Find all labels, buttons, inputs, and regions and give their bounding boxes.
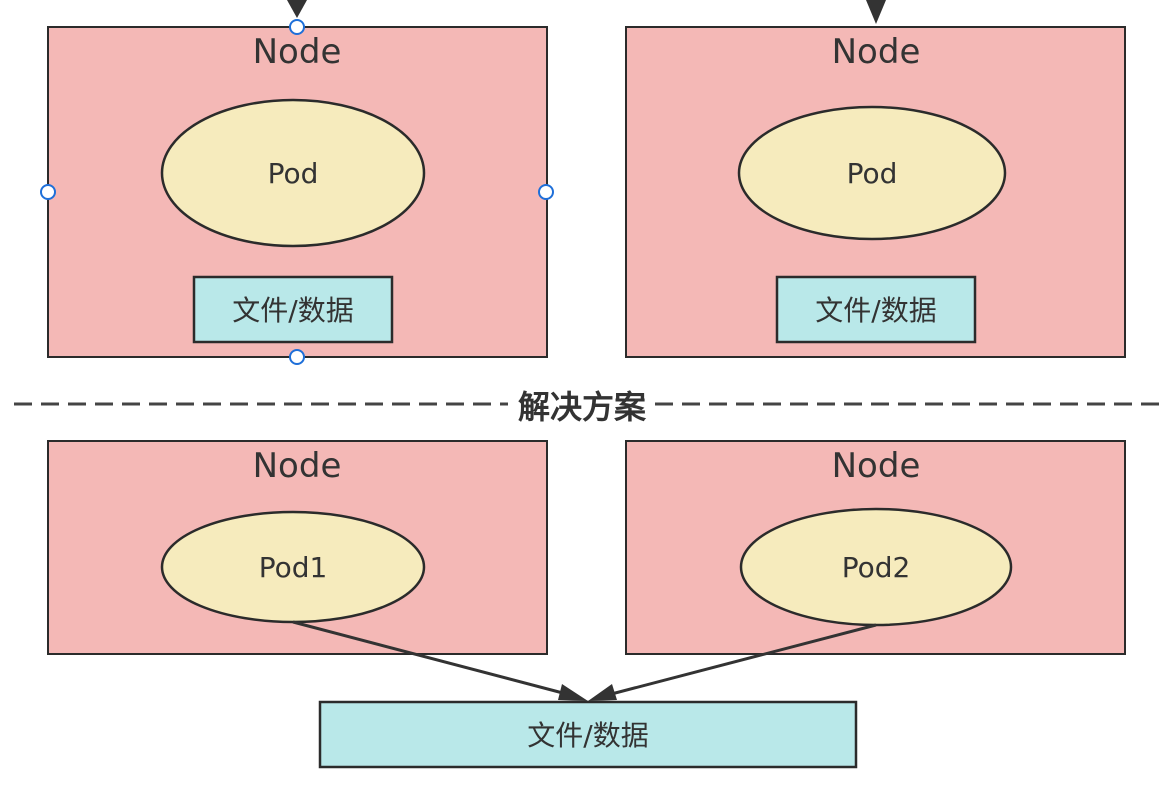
node-title: Node [253, 446, 342, 486]
data-box[interactable] [775, 275, 977, 344]
selection-handle-right[interactable] [538, 184, 554, 200]
incoming-arrowhead-left [287, 0, 307, 18]
data-label: 文件/数据 [815, 294, 936, 327]
incoming-arrowhead-right [866, 0, 886, 24]
data-box[interactable] [192, 275, 394, 344]
pod-ellipse[interactable] [737, 105, 1007, 241]
solution-node-left[interactable]: Node Pod1 [47, 440, 548, 655]
shared-data-label: 文件/数据 [527, 719, 648, 752]
selection-handle-bottom[interactable] [289, 349, 305, 365]
arrowhead-pod1 [558, 684, 588, 701]
node-title: Node [832, 32, 921, 72]
arrow-pod2-to-data [599, 623, 877, 699]
shared-data-box[interactable] [318, 700, 858, 769]
selection-handle-left[interactable] [40, 184, 56, 200]
data-label: 文件/数据 [232, 294, 353, 327]
pod-label: Pod [268, 157, 319, 190]
solution-node-right[interactable]: Node Pod2 [625, 440, 1126, 655]
selection-handle-top[interactable] [289, 19, 305, 35]
pod-label: Pod1 [259, 551, 328, 584]
node-title: Node [832, 446, 921, 486]
problem-node-right[interactable]: Node Pod 文件/数据 [625, 26, 1126, 358]
node-title: Node [253, 32, 342, 72]
shared-data[interactable]: 文件/数据 [318, 700, 858, 769]
pod-label: Pod [847, 157, 898, 190]
pod-ellipse[interactable] [160, 98, 426, 248]
solution-heading: 解决方案 [518, 388, 647, 426]
arrowhead-pod2 [588, 684, 617, 701]
pod-label: Pod2 [842, 551, 911, 584]
problem-node-left[interactable]: Node Pod 文件/数据 [40, 19, 554, 365]
arrow-pod1-to-data [292, 620, 579, 699]
